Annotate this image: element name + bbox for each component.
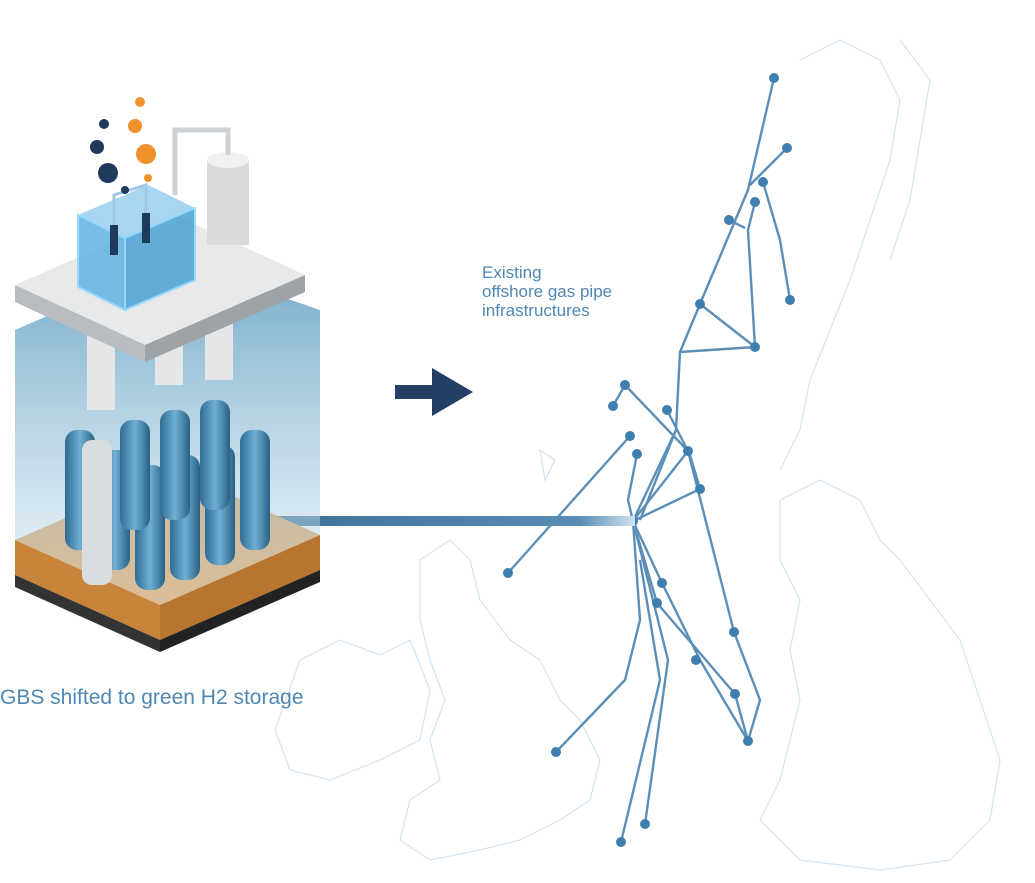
gbs-storage-illustration xyxy=(15,97,320,652)
arrow-right-icon xyxy=(395,368,473,416)
pipelines-label-line: Existing xyxy=(482,263,542,282)
pipelines-label-line: offshore gas pipe xyxy=(482,282,613,301)
connection-pipe xyxy=(270,516,635,526)
gbs-label: GBS shifted to green H2 storage xyxy=(0,686,304,709)
pipelines-label-line: infrastructures xyxy=(482,301,590,320)
pipeline-nodes xyxy=(503,73,795,847)
coastline-map xyxy=(274,39,1001,871)
pipeline-network xyxy=(507,77,792,843)
pipelines-label: Existing offshore gas pipe infrastructur… xyxy=(482,263,612,320)
